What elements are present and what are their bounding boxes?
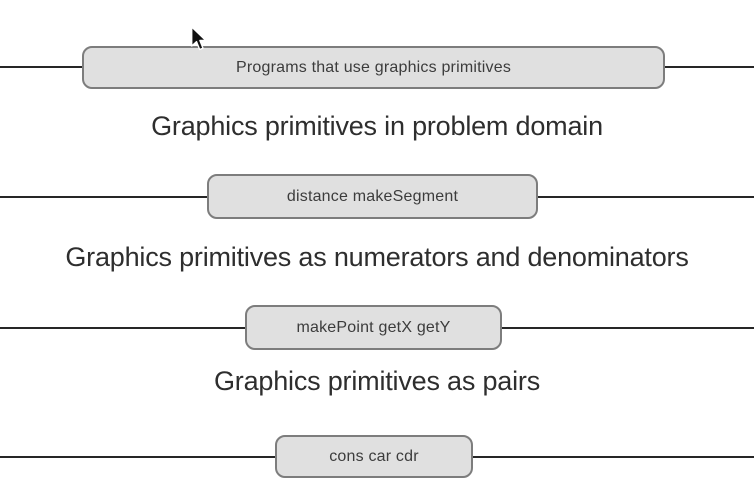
layer-caption-pairs: Graphics primitives as pairs xyxy=(214,366,540,396)
layer-box-label: cons car cdr xyxy=(329,447,419,465)
layer-box-segments: distance makeSegment xyxy=(207,174,538,219)
layer-box-pairs: cons car cdr xyxy=(275,435,473,478)
layer-box-programs: Programs that use graphics primitives xyxy=(82,46,665,89)
layer-box-label: makePoint getX getY xyxy=(296,318,451,336)
layer-caption-numerators-denominators: Graphics primitives as numerators and de… xyxy=(65,242,689,272)
layer-box-label: Programs that use graphics primitives xyxy=(235,58,512,76)
layer-box-label: distance makeSegment xyxy=(286,187,459,205)
mouse-cursor-icon xyxy=(191,26,207,51)
layer-box-points: makePoint getX getY xyxy=(245,305,502,350)
layer-caption-problem-domain: Graphics primitives in problem domain xyxy=(151,111,603,141)
